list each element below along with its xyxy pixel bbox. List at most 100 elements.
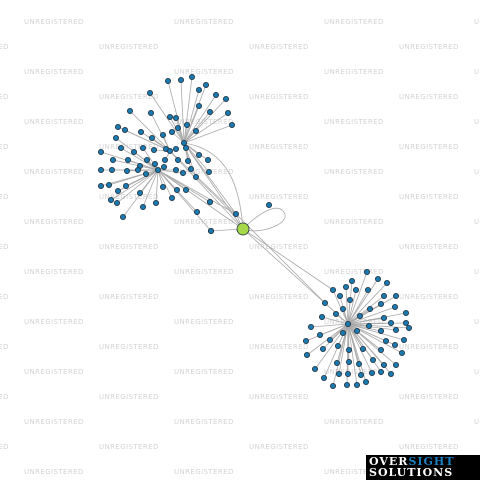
watermark-text: UNREGISTERED [249,193,309,201]
logo-word-over: OVER [369,455,409,468]
graph-node [164,78,171,85]
graph-edge [338,323,349,375]
watermark-text: UNREGISTERED [399,343,459,351]
graph-edge [235,213,326,304]
graph-node [159,183,166,190]
watermark-text: UNREGISTERED [99,143,159,151]
watermark-text: UNREGISTERED [249,343,309,351]
graph-node [114,199,121,206]
graph-edge [347,323,350,351]
graph-edge [347,306,396,325]
graph-edge [336,323,349,364]
graph-node [137,128,144,135]
graph-node [387,319,394,326]
graph-node [113,134,120,141]
graph-edge [183,112,229,144]
graph-node [335,370,342,377]
watermark-text: UNREGISTERED [24,118,84,126]
graph-node [334,342,341,349]
graph-node [195,87,202,94]
graph-edge [310,323,349,328]
graph-node [115,187,122,194]
watermark-text: UNREGISTERED [399,43,459,51]
graph-node [192,173,199,180]
graph-node [188,74,195,81]
watermark-text: UNREGISTERED [399,93,459,101]
graph-node [204,156,211,163]
node-layer [98,74,412,389]
graph-node [166,114,173,121]
graph-node [212,92,219,99]
graph-node [115,124,122,131]
watermark-text: UNREGISTERED [24,318,84,326]
graph-node [405,324,412,331]
graph-node [336,292,343,299]
graph-node [224,110,231,117]
graph-node [183,122,190,129]
graph-node [222,96,229,103]
graph-edge [167,80,185,144]
graph-edge [347,323,373,374]
watermark-text: UNREGISTERED [99,293,159,301]
graph-node [146,90,153,97]
graph-node [380,292,387,299]
graph-node [172,145,179,152]
graph-edge [157,169,212,232]
graph-node [319,345,326,352]
graph-edge [347,295,385,325]
graph-node [339,329,346,336]
graph-node [342,283,349,290]
logo-line-1: OVERSIGHT [369,456,455,468]
graph-edge [127,159,159,171]
graph-node [172,166,179,173]
watermark-text: UNREGISTERED [0,343,9,351]
graph-node [232,210,239,217]
watermark-text: UNREGISTERED [174,68,234,76]
watermark-text: UNREGISTERED [324,68,384,76]
watermark-text: UNREGISTERED [399,393,459,401]
graph-node [353,327,360,334]
watermark-text: UNREGISTERED [0,243,9,251]
graph-edge [347,323,360,365]
watermark-text: UNREGISTERED [24,418,84,426]
graph-node [142,170,149,177]
graph-edge [183,142,244,230]
watermark-text: UNREGISTERED [474,318,480,326]
graph-node [127,108,134,115]
graph-node [182,144,189,151]
watermark-text: UNREGISTERED [474,18,480,26]
graph-node [174,125,181,132]
watermark-text: UNREGISTERED [324,268,384,276]
graph-node [120,213,127,220]
watermark-text: UNREGISTERED [99,393,159,401]
graph-node [265,201,272,208]
graph-node [320,374,327,381]
graph-node [124,167,131,174]
watermark-text: UNREGISTERED [174,418,234,426]
graph-node [184,157,191,164]
graph-node [377,327,384,334]
watermark-text: UNREGISTERED [474,368,480,376]
watermark-text: UNREGISTERED [99,443,159,451]
graph-node [179,169,186,176]
graph-node [98,148,105,155]
graph-node [130,148,137,155]
graph-node [206,198,213,205]
graph-node [329,382,336,389]
watermark-text: UNREGISTERED [324,368,384,376]
graph-edge [242,207,286,232]
graph-edge [347,289,357,325]
graph-node [339,305,346,312]
graph-edge [183,94,217,144]
graph-edge [345,286,349,325]
logo-line-2: SOLUTIONS [369,466,454,479]
graph-node [316,331,323,338]
watermark-text: UNREGISTERED [24,18,84,26]
central-hub-node [236,222,250,236]
watermark-text: UNREGISTERED [174,218,234,226]
graph-node [364,286,371,293]
graph-edge [157,169,173,199]
graph-node [366,305,373,312]
graph-node [152,199,159,206]
